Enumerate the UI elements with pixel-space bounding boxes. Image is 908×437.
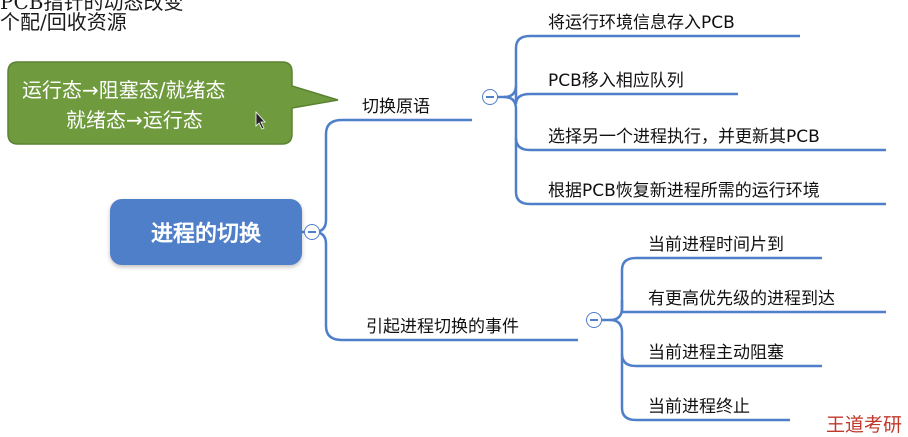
leaf-b1-2[interactable]: PCB移入相应队列 (548, 71, 684, 91)
branch-switch-events[interactable]: 引起进程切换的事件 (366, 317, 519, 337)
callout-bubble (7, 61, 339, 145)
leaf-b2-1[interactable]: 当前进程时间片到 (648, 235, 784, 255)
branch2-collapse-icon[interactable] (586, 312, 602, 328)
mouse-cursor-icon (255, 110, 266, 130)
callout-text-line1: 运行态→阻塞态/就绪态 (22, 78, 226, 102)
connector-b1-leaf4 (514, 138, 886, 206)
leaf-b2-4[interactable]: 当前进程终止 (648, 397, 750, 417)
branch-switch-primitive[interactable]: 切换原语 (362, 97, 430, 117)
connector-root-branch1 (302, 118, 472, 234)
connector-b2-leaf2 (620, 300, 886, 314)
root-node-label: 进程的切换 (150, 222, 261, 247)
leaf-b2-3[interactable]: 当前进程主动阻塞 (648, 343, 784, 363)
top-cropped-text: PCB指针的动态改变 (0, 0, 184, 14)
branch1-collapse-icon[interactable] (482, 89, 498, 105)
root-node[interactable]: 进程的切换 (110, 199, 302, 265)
root-collapse-icon[interactable] (304, 224, 320, 240)
leaf-b1-4[interactable]: 根据PCB恢复新进程所需的运行环境 (548, 181, 820, 201)
leaf-b1-3[interactable]: 选择另一个进程执行，并更新其PCB (548, 127, 820, 147)
connector-root-branch2 (313, 230, 578, 342)
top-text-line: 个配/回收资源 (0, 10, 127, 34)
watermark-text: 王道考研 (826, 414, 903, 436)
callout-text-line2: 就绪态→运行态 (66, 108, 203, 132)
leaf-b1-1[interactable]: 将运行环境信息存入PCB (548, 13, 735, 33)
connector-b2-leaf4 (620, 354, 790, 422)
leaf-b2-2[interactable]: 有更高优先级的进程到达 (648, 289, 835, 309)
